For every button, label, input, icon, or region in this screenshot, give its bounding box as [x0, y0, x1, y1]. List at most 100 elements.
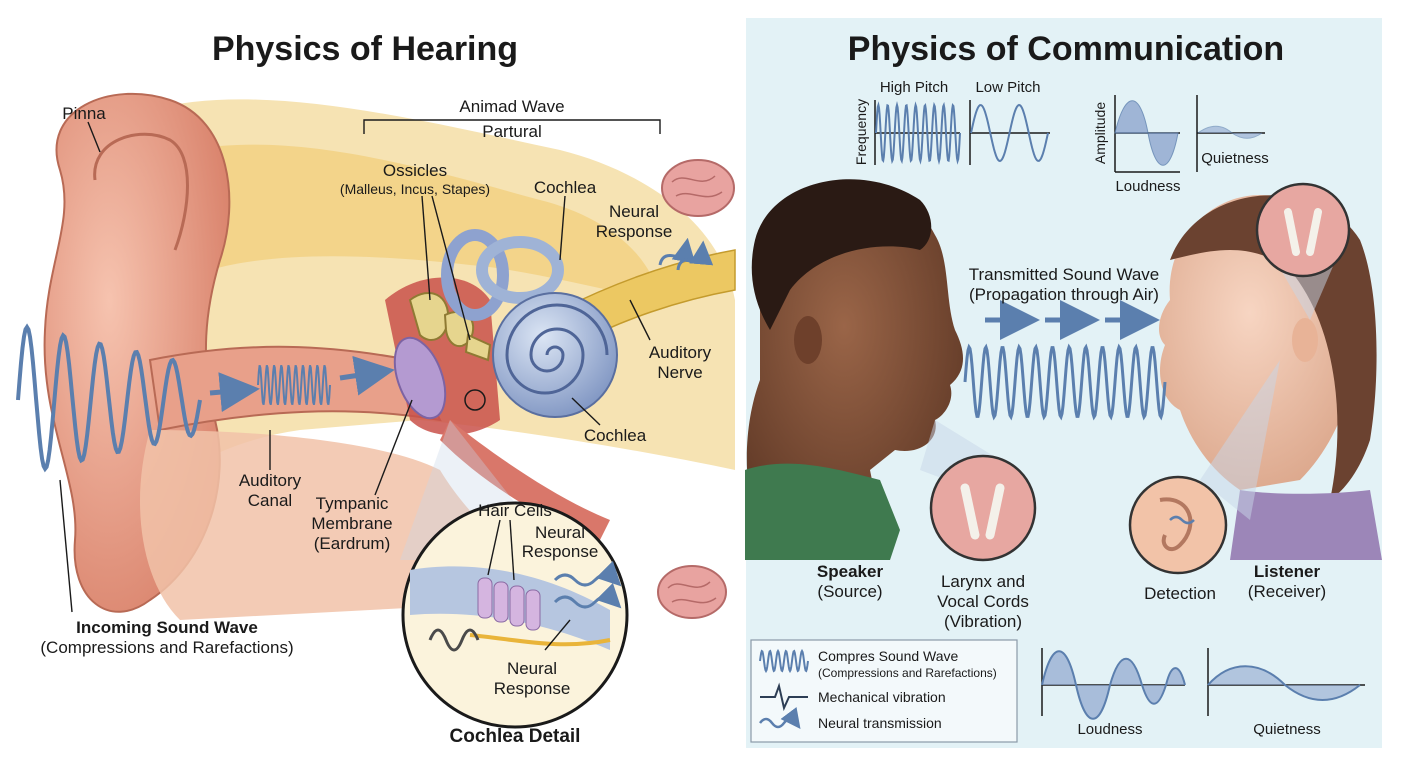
- label-neural-response-1: Neural: [609, 202, 659, 221]
- brain-detail: [657, 565, 727, 619]
- label-detail-neural-a-1: Neural: [535, 523, 585, 542]
- quiet-wave: [1197, 125, 1263, 139]
- canal-compression-wave: [257, 364, 331, 406]
- legend-item1-line2: (Compressions and Rarefactions): [818, 666, 997, 680]
- hearing-title: Physics of Hearing: [212, 30, 518, 68]
- label-listener-receiver: (Receiver): [1248, 582, 1326, 601]
- legend-item1-line1: Compres Sound Wave: [818, 648, 959, 664]
- label-auditory-canal-2: Canal: [248, 491, 292, 510]
- detail-origin-marker: [464, 389, 486, 411]
- label-detection: Detection: [1144, 584, 1216, 603]
- bottom-quiet-wave: [1207, 665, 1361, 701]
- tympanic-membrane: [393, 336, 447, 420]
- label-detail-neural-b-1: Neural: [507, 659, 557, 678]
- listener-ear: [1292, 318, 1318, 362]
- label-incoming-1: Incoming Sound Wave: [76, 618, 258, 637]
- cochlea-spiral: [505, 303, 609, 395]
- incoming-sound-wave: [16, 323, 202, 473]
- label-ossicles-sub: (Malleus, Incus, Stapes): [340, 181, 490, 197]
- listener-vocal-cords: [1284, 208, 1322, 256]
- label-tympanic-1: Tympanic: [316, 494, 389, 513]
- label-cochlea-detail: Cochlea Detail: [450, 726, 581, 747]
- semicircular-canal-1: [441, 229, 509, 321]
- label-transmitted-1: Transmitted Sound Wave: [969, 265, 1160, 284]
- label-larynx-1: Larynx and: [941, 572, 1025, 591]
- legend-icon-mechanical: [760, 682, 808, 712]
- label-cochlea-lower: Cochlea: [584, 426, 647, 445]
- detail-nerve-fibers: [469, 633, 611, 647]
- label-hair-cells: Hair Cells: [478, 501, 552, 520]
- detail-neural-arrow-1: [553, 560, 622, 587]
- label-larynx-3: (Vibration): [944, 612, 1022, 631]
- communication-panel: Physics of Communication High Pitch Low …: [745, 30, 1382, 743]
- label-detail-neural-a-2: Response: [522, 542, 599, 561]
- label-listener: Listener: [1254, 562, 1321, 581]
- label-tympanic-2: Membrane: [311, 514, 392, 533]
- brain-top: [661, 159, 735, 217]
- bottom-loud-wave: [1041, 650, 1186, 720]
- label-incoming-2: (Compressions and Rarefactions): [40, 638, 293, 657]
- stapes: [464, 333, 492, 362]
- leader-lines-detail: [487, 519, 571, 651]
- label-high-pitch: High Pitch: [880, 79, 948, 96]
- legend-item2: Mechanical vibration: [818, 689, 946, 705]
- cochlea: [492, 292, 618, 418]
- communication-title: Physics of Communication: [848, 30, 1284, 68]
- label-larynx-2: Vocal Cords: [937, 592, 1029, 611]
- speaker-shirt: [745, 463, 900, 560]
- larynx-inset: [929, 454, 1037, 562]
- semicircular-canal-2: [476, 236, 564, 304]
- listener-callout-cone-ear: [1200, 360, 1280, 520]
- eustachian-tube: [440, 420, 610, 540]
- low-pitch-wave: [970, 103, 1049, 163]
- legend-icon-neural: [759, 706, 801, 729]
- transmitted-sound-wave: [963, 343, 1167, 421]
- wave-arrow-2: [339, 355, 395, 396]
- label-detail-neural-b-2: Response: [494, 679, 571, 698]
- ear-anatomy: Physics of Hearing Pinna Animad Wave Par…: [16, 30, 736, 747]
- neural-signal-up-1: [658, 237, 696, 266]
- label-cochlea-top: Cochlea: [534, 178, 597, 197]
- label-ossicles: Ossicles: [383, 161, 447, 180]
- label-bracket-line1: Animad Wave: [459, 97, 564, 116]
- detection-ear-shape: [1159, 497, 1193, 552]
- label-pinna: Pinna: [62, 104, 106, 123]
- neural-signal-up-2: [676, 240, 714, 271]
- leader-lines-left: [59, 119, 661, 613]
- label-neural-response-2: Response: [596, 222, 673, 241]
- loud-wave: [1114, 100, 1179, 166]
- brain-top-folds: [671, 175, 723, 198]
- detail-incoming-wave: [428, 628, 480, 652]
- label-amplitude-axis: Amplitude: [1092, 102, 1108, 164]
- hair-cells: [477, 577, 541, 631]
- speaker-hair: [751, 179, 932, 330]
- legend-item3: Neural transmission: [818, 715, 942, 731]
- label-loudness-top: Loudness: [1115, 178, 1180, 195]
- pinna-fold: [93, 132, 189, 251]
- label-frequency-axis: Frequency: [853, 99, 869, 165]
- label-auditory-canal-1: Auditory: [239, 471, 302, 490]
- detection-wave: [1169, 515, 1195, 525]
- label-speaker-source: (Source): [817, 582, 882, 601]
- label-auditory-nerve-2: Nerve: [657, 363, 702, 382]
- label-auditory-nerve-1: Auditory: [649, 343, 712, 362]
- brain-detail-folds: [667, 581, 717, 604]
- label-bottom-loudness: Loudness: [1077, 721, 1142, 738]
- legend-icon-sound-wave: [759, 648, 809, 674]
- listener-larynx-inset: [1255, 182, 1351, 278]
- speaker-ear: [794, 316, 822, 364]
- detail-neural-arrow-2: [553, 582, 622, 609]
- label-low-pitch: Low Pitch: [975, 79, 1040, 96]
- listener-shirt: [1230, 490, 1382, 560]
- wave-arrow-1: [209, 372, 260, 413]
- label-bracket-line2: Partural: [482, 122, 542, 141]
- label-bottom-quietness: Quietness: [1253, 721, 1321, 738]
- label-tympanic-3: (Eardrum): [314, 534, 391, 553]
- bone-texture: [190, 144, 660, 300]
- label-transmitted-2: (Propagation through Air): [969, 285, 1159, 304]
- label-speaker: Speaker: [817, 562, 884, 581]
- vocal-cords: [960, 483, 1005, 540]
- label-quietness-top: Quietness: [1201, 150, 1269, 167]
